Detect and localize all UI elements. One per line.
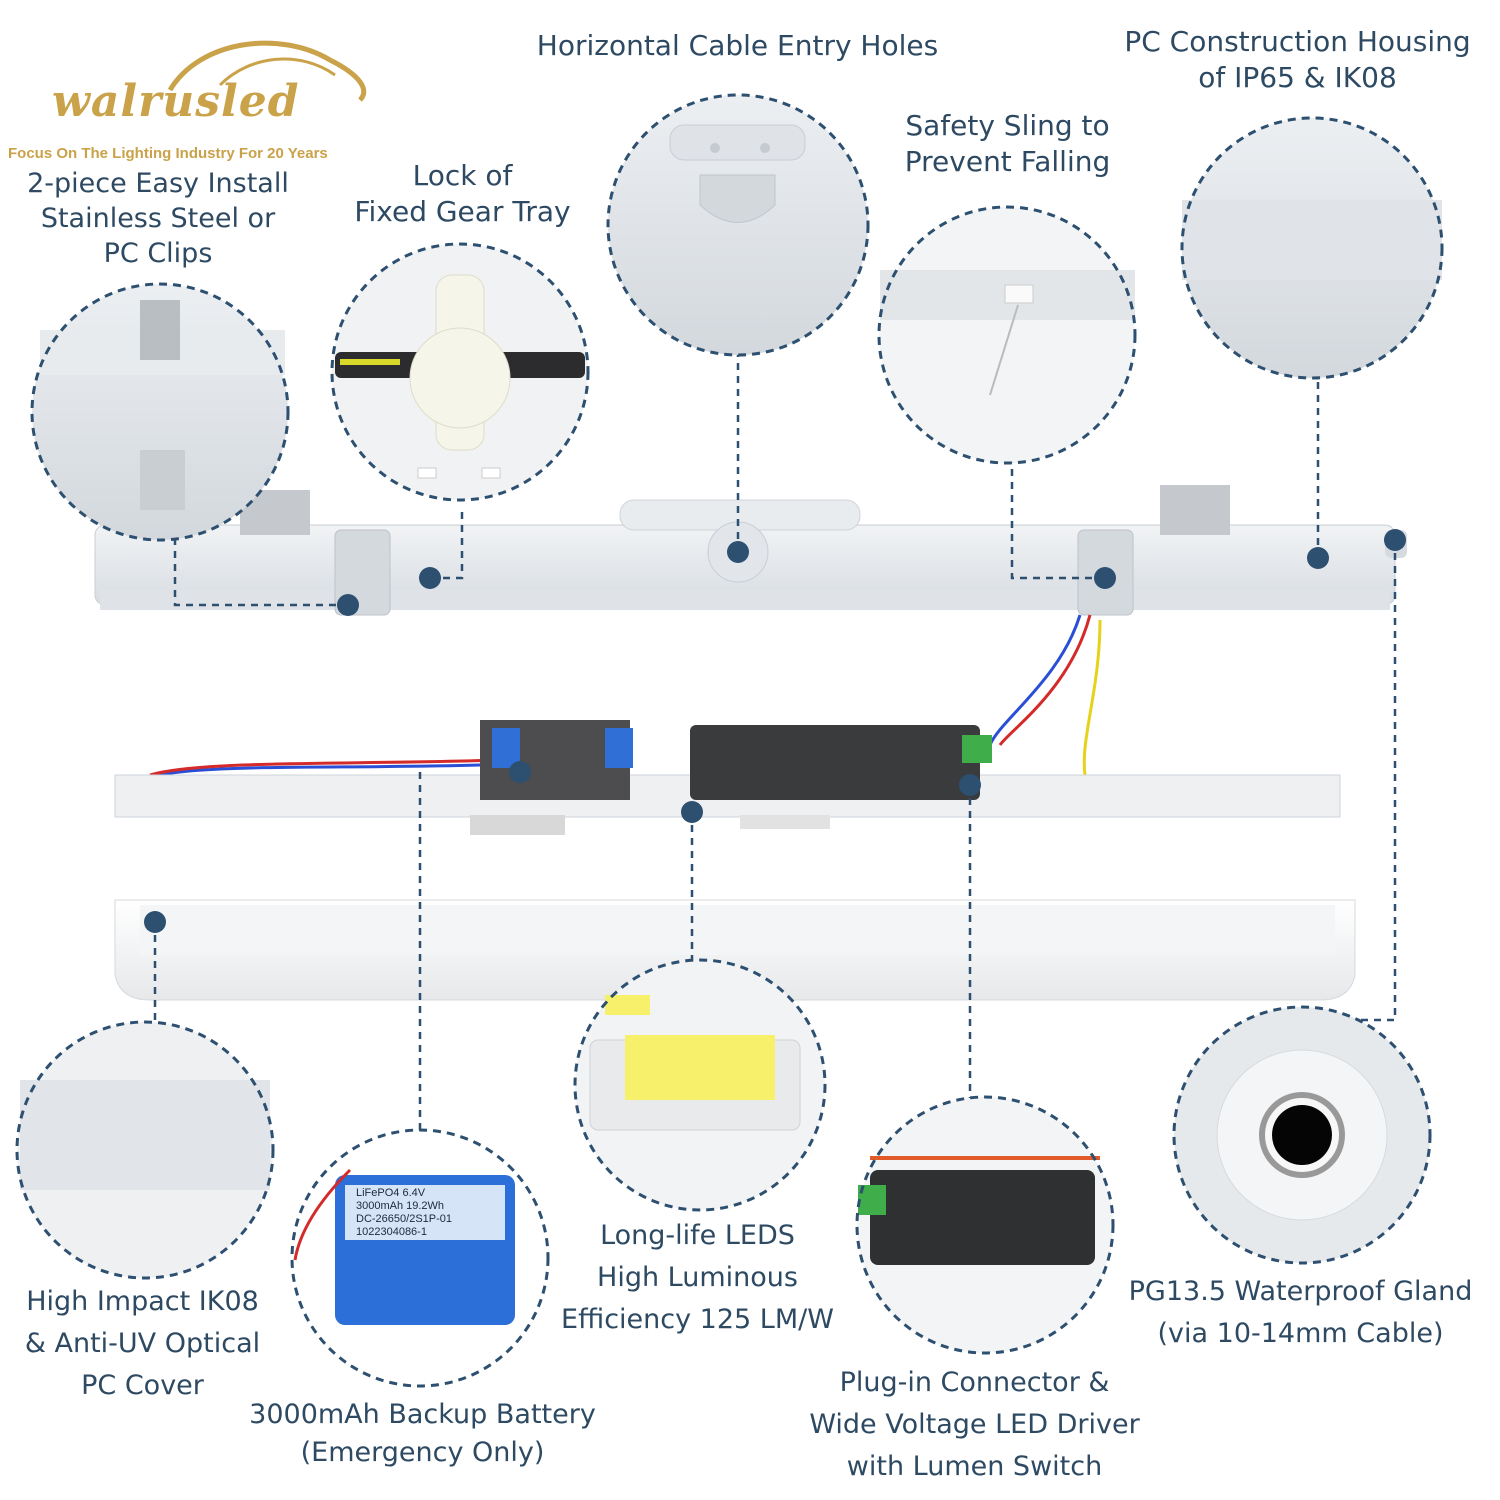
detail-housing	[1180, 116, 1444, 380]
detail-clips	[30, 282, 290, 542]
wires	[118, 614, 1102, 792]
battery-chem: LiFePO4 6.4V	[356, 1187, 426, 1199]
detail-cover	[15, 1020, 275, 1280]
brand-logo	[50, 40, 367, 130]
walrus-emblem-icon	[167, 40, 367, 102]
label-driver: Plug-in Connector & Wide Voltage LED Dri…	[809, 1367, 1140, 1482]
detail-gland	[1172, 1005, 1432, 1265]
label-leds: Long-life LEDS High Luminous Efficiency …	[561, 1220, 834, 1335]
label-safety-sling: Safety Sling to Prevent Falling	[904, 109, 1111, 178]
detail-cable-entry	[606, 93, 870, 357]
label-gland: PG13.5 Waterproof Gland (via 10-14mm Cab…	[1128, 1276, 1473, 1349]
callout-dots	[144, 529, 1406, 933]
label-battery: 3000mAh Backup Battery (Emergency Only)	[249, 1399, 596, 1468]
housing-body	[94, 485, 1407, 616]
detail-driver	[855, 1095, 1115, 1355]
label-lock: Lock of Fixed Gear Tray	[354, 159, 571, 228]
brand-tagline: Focus On The Lighting Industry For 20 Ye…	[8, 145, 328, 162]
pc-cover	[114, 899, 1356, 1001]
label-housing: PC Construction Housing of IP65 & IK08	[1124, 25, 1471, 94]
detail-safety-sling	[877, 205, 1137, 465]
clip-right	[1160, 485, 1230, 535]
label-clips: 2-piece Easy Install Stainless Steel or …	[27, 168, 289, 269]
brand-name: walrusled	[52, 76, 300, 127]
detail-lock	[330, 242, 590, 502]
led-driver	[690, 725, 980, 800]
detail-battery	[290, 1128, 550, 1388]
battery-label: LiFePO4 6.4V 3000mAh 19.2Wh DC-26650/2S1…	[356, 1187, 506, 1239]
detail-circles	[15, 93, 1444, 1388]
gear-tray	[114, 720, 1341, 835]
battery-capacity: 3000mAh 19.2Wh	[356, 1200, 445, 1212]
battery-model: DC-26650/2S1P-01	[356, 1213, 453, 1225]
battery-serial: 1022304086-1	[356, 1226, 427, 1238]
detail-led	[573, 958, 827, 1212]
label-cable-entry: Horizontal Cable Entry Holes	[536, 29, 939, 62]
label-cover: High Impact IK08 & Anti-UV Optical PC Co…	[24, 1286, 261, 1401]
